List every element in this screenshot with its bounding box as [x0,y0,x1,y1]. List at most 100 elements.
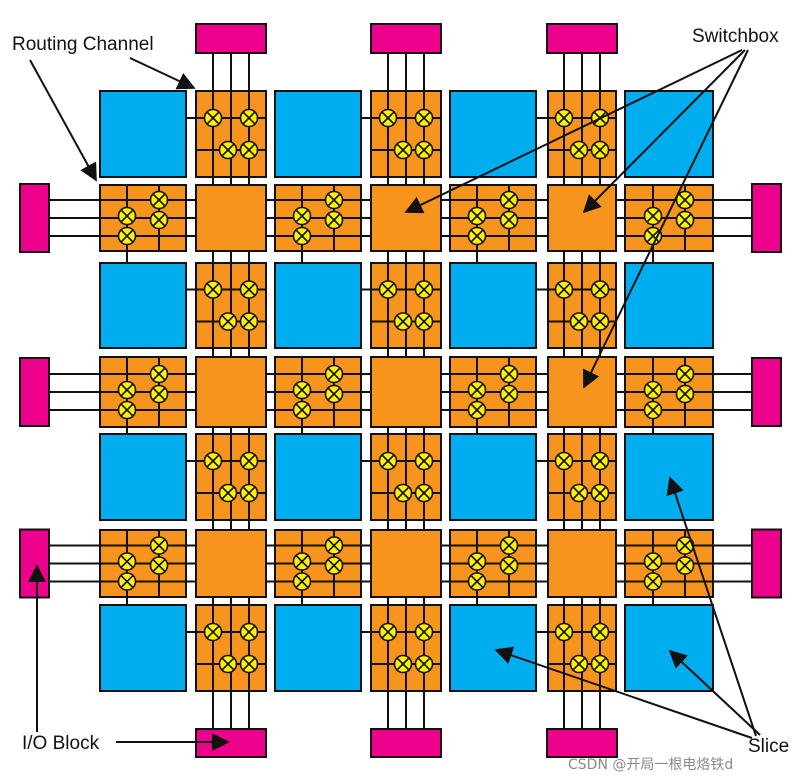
switch-icon [414,108,434,128]
switch-icon [499,364,519,384]
switch-icon [590,451,610,471]
switch-icon [292,226,312,246]
switch-icon [239,451,259,471]
switch-icon [203,451,223,471]
switch-icon [203,108,223,128]
switch-icon [149,556,169,575]
switch-icon [499,536,519,555]
switch-icon [554,451,574,471]
switch-icon [149,384,169,404]
slice-block [99,90,187,178]
switch-icon [643,400,663,420]
switch-icon [239,280,259,299]
slice-block [274,90,362,178]
programmable-switches [117,108,695,674]
switch-icon [414,312,434,331]
switch-icon [569,654,589,674]
switch-icon [324,210,344,230]
switch-icon [149,364,169,384]
slice-arrow [668,649,761,736]
switch-icon [499,210,519,230]
fabric-blocks [19,23,782,758]
switchbox-block [195,184,267,252]
switch-icon [554,622,574,642]
switch-icon [378,622,398,642]
switch-icon [149,190,169,210]
switch-icon [643,226,663,246]
watermark-text: CSDN @开局一根电烙铁d [568,757,733,773]
slice-block [624,90,714,178]
switch-icon [324,384,344,404]
switch-icon [378,280,398,299]
switch-icon [590,622,610,642]
switch-icon [569,312,589,331]
switchbox-block [370,356,442,428]
switch-icon [239,108,259,128]
switch-icon [218,483,238,503]
switch-icon [324,556,344,575]
switchbox-block [370,529,442,598]
switch-icon [218,654,238,674]
routing-channel-label: Routing Channel [12,34,154,55]
switch-icon [292,380,312,400]
slice-block [274,262,362,349]
switch-icon [324,190,344,210]
switch-icon [467,572,487,591]
switch-icon [239,312,259,331]
switch-icon [149,536,169,555]
io-block-label: I/O Block [22,733,100,754]
switch-icon [117,380,137,400]
switch-icon [554,280,574,299]
switch-icon [554,108,574,128]
switch-icon [239,140,259,160]
switch-icon [675,556,695,575]
switch-icon [590,140,610,160]
switch-icon [499,384,519,404]
switch-icon [569,483,589,503]
switch-icon [393,312,413,331]
switchbox-arrow [404,49,743,214]
switch-icon [393,140,413,160]
switch-icon [393,483,413,503]
switch-icon [643,572,663,591]
switch-icon [643,552,663,571]
slice-block [624,262,714,349]
slice-block [99,433,187,521]
io-block-right [751,183,782,253]
routing-channel-arrow [29,59,97,182]
io-block-top [195,23,267,54]
io-block-top [546,23,618,54]
switch-icon [414,140,434,160]
switch-icon [414,280,434,299]
switch-icon [675,190,695,210]
switchbox-block [547,529,617,598]
routing-channel-arrow [129,57,196,90]
io-block-bottom [370,728,442,758]
switch-icon [117,400,137,420]
slice-block [449,604,537,692]
switch-icon [675,364,695,384]
switch-icon [675,536,695,555]
io-block-right [751,357,782,427]
switchbox-label: Switchbox [692,26,779,47]
slice-label: Slice [748,736,789,757]
io-block-left [19,528,50,599]
switch-icon [324,536,344,555]
switch-icon [324,364,344,384]
switch-icon [467,552,487,571]
io-block-left [19,357,50,427]
switch-icon [499,190,519,210]
switch-icon [239,483,259,503]
switch-icon [467,400,487,420]
slice-block [449,90,537,178]
switch-icon [569,140,589,160]
switch-icon [203,280,223,299]
switch-icon [467,380,487,400]
slice-block [99,604,187,692]
io-block-left [19,183,50,253]
switch-icon [643,206,663,226]
switch-icon [218,140,238,160]
switchbox-block [370,184,442,252]
io-block-top [370,23,442,54]
switch-icon [292,206,312,226]
